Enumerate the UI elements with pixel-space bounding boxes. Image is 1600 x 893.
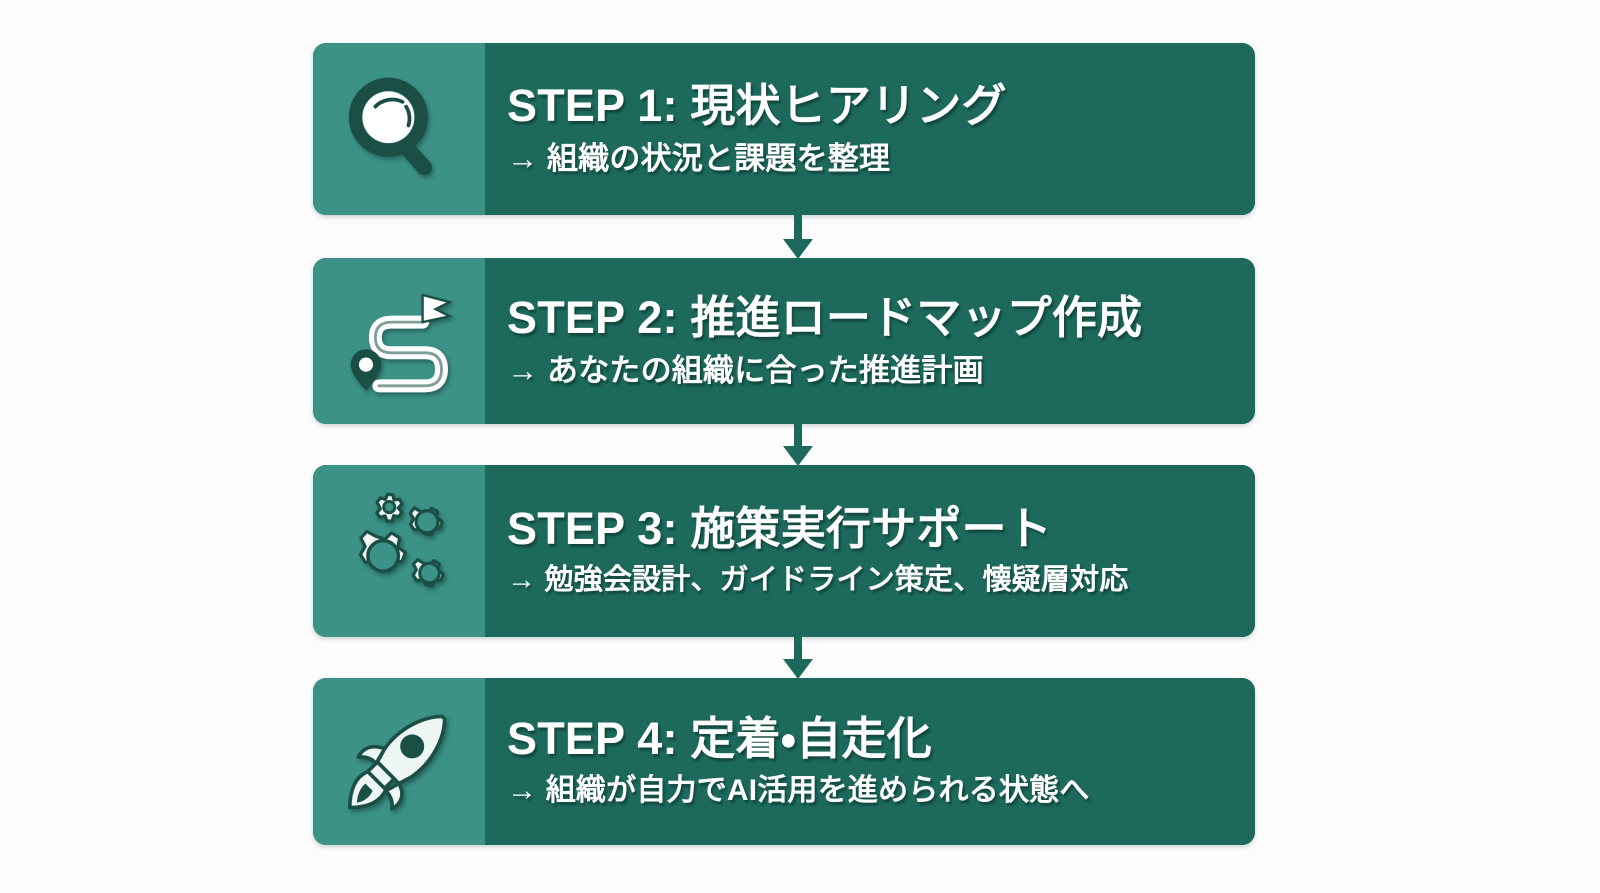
step-body-3: STEP 3: 施策実行サポート → 勉強会設計、ガイドライン策定、懐疑層対応 [485,465,1255,637]
step-title: STEP 2: 推進ロードマップ作成 [507,291,1143,343]
step-title: STEP 3: 施策実行サポート [507,502,1052,554]
magnifier-icon [340,70,458,188]
step-icon-panel-1 [313,43,485,215]
step-title: STEP 4: 定着・自走化 [507,712,932,764]
step-icon-panel-4 [313,678,485,845]
step-card-4[interactable]: STEP 4: 定着・自走化 → 組織が自力でAI活用を進められる状態へ [313,678,1255,845]
step-card-2[interactable]: STEP 2: 推進ロードマップ作成 → あなたの組織に合った推進計画 [313,258,1255,424]
step-icon-panel-2 [313,258,485,424]
step-icon-panel-3 [313,465,485,637]
step-subtitle: → 勉強会設計、ガイドライン策定、懐疑層対応 [507,564,1129,597]
rocket-icon [339,702,459,822]
connector-arrow-2 [773,422,823,468]
step-title: STEP 1: 現状ヒアリング [507,79,1007,131]
step-subtitle: → あなたの組織に合った推進計画 [507,353,984,389]
step-card-1[interactable]: STEP 1: 現状ヒアリング → 組織の状況と課題を整理 [313,43,1255,215]
step-body-1: STEP 1: 現状ヒアリング → 組織の状況と課題を整理 [485,43,1255,215]
roadmap-flag-icon [340,282,458,400]
step-subtitle: → 組織の状況と課題を整理 [507,141,891,177]
step-card-3[interactable]: STEP 3: 施策実行サポート → 勉強会設計、ガイドライン策定、懐疑層対応 [313,465,1255,637]
step-body-2: STEP 2: 推進ロードマップ作成 → あなたの組織に合った推進計画 [485,258,1255,424]
connector-arrow-1 [773,213,823,261]
step-body-4: STEP 4: 定着・自走化 → 組織が自力でAI活用を進められる状態へ [485,678,1255,845]
step-subtitle: → 組織が自力でAI活用を進められる状態へ [507,774,1090,808]
connector-arrow-3 [773,635,823,681]
gears-icon [338,490,460,612]
